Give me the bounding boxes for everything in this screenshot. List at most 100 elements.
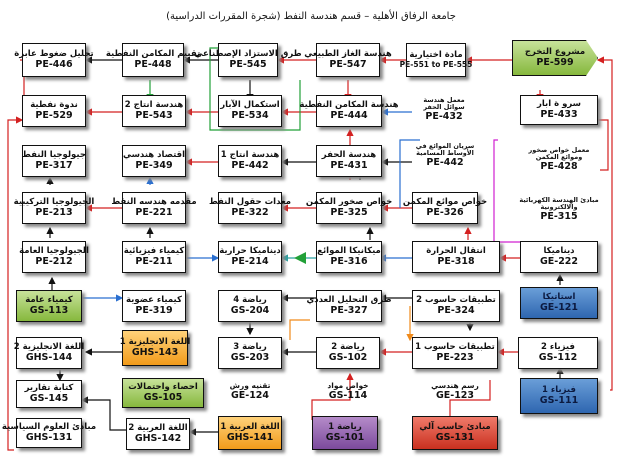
course-pe448[interactable]: تقييم المكامن النفطية PE-448 [106,43,200,77]
course-code: PE-431 [330,159,368,171]
course-pe428[interactable]: معمل خواص صخور وموائع المكمن PE-428 [518,142,600,178]
course-code: PE-316 [330,255,368,267]
course-name: مبادئ الهندسة الكهربائية والالكترونية [519,196,599,212]
course-code: PE-325 [330,206,368,218]
course-name: ديناميكا حرارية [219,245,281,256]
course-pe444[interactable]: هندسة المكامن النفطية PE-444 [299,95,399,127]
chevron-left-icon-2 [294,252,306,264]
course-code: GE-123 [435,390,475,402]
course-code: PE-318 [437,255,475,267]
course-pe442-flow[interactable]: سريان الموائع في الأوساط المسامية PE-442 [412,138,478,174]
course-pe317[interactable]: جيولوجيا النفط PE-317 [22,145,86,177]
course-ghs142[interactable]: اللغة العربية 2 GHS-142 [126,418,190,450]
course-ghs131[interactable]: مبادئ العلوم السياسية GHS-131 [2,418,96,448]
course-code: PE-221 [135,206,173,218]
course-gs131[interactable]: مبادئ حاسب آلي GS-131 [412,416,498,450]
course-name: كيمياء عامة [25,294,73,305]
course-pe431[interactable]: هندسة الحفر PE-431 [316,145,382,177]
course-name: هندسة الغاز الطبيعي [304,48,392,59]
course-pe214[interactable]: ديناميكا حرارية PE-214 [218,241,282,273]
course-code: GS-114 [328,390,368,402]
course-gs112[interactable]: فيزياء 2 GS-112 [518,337,598,369]
course-name: استكمال الآبار [220,99,280,110]
course-name: اقتصاد هندسي [122,149,186,160]
course-code: PE-326 [426,206,464,218]
course-name: اللغة الانجليزية 1 [119,336,191,347]
course-pe213[interactable]: الجيولوجيا التركيبية PE-213 [14,192,94,224]
course-code: PE-317 [35,159,73,171]
course-ge123[interactable]: رسم هندسي GE-123 [412,378,498,406]
course-name: استاتيكا [542,291,576,302]
course-name: الجيولوجيا التركيبية [13,196,95,207]
course-pe322[interactable]: معدات حقول النفط PE-322 [209,192,291,224]
course-code: GHS-131 [25,431,73,443]
course-pe324[interactable]: تطبيقات حاسوب 2 PE-324 [412,290,500,322]
course-name: الجيولوجيا العامة [19,245,89,256]
course-code: GE-222 [539,255,579,267]
course-name: ديناميكا [543,245,575,256]
course-code: PE-543 [135,109,173,121]
course-name: تقييم المكامن النفطية [105,48,201,59]
course-pe325[interactable]: خواص صخور المكمن PE-325 [306,192,392,224]
course-code: PE-349 [135,159,173,171]
course-name: احصاء واحتمالات [128,381,198,392]
course-gs204[interactable]: رياضة 4 GS-204 [218,290,282,322]
course-code: PE-213 [35,206,73,218]
course-gs114[interactable]: خواص مواد GS-114 [316,378,380,406]
course-pe442-production[interactable]: هندسة انتاج 1 PE-442 [218,145,282,177]
course-name: كيمياء فيزيائية [123,245,185,256]
course-pe545[interactable]: طرق الاستزاد الإصطناعي PE-545 [194,43,302,77]
course-code: PE-599 [536,56,574,68]
course-pe432[interactable]: معمل هندسة سوائل الحفر PE-432 [412,95,476,125]
course-pe212[interactable]: الجيولوجيا العامة PE-212 [19,241,89,273]
course-ge124[interactable]: تقنيه ورش GE-124 [218,378,282,406]
course-pe433[interactable]: سرو ة ابار PE-433 [520,95,598,125]
course-code: PE-319 [135,304,173,316]
course-pe319[interactable]: كيمياء عضوية PE-319 [122,290,186,322]
course-pe534[interactable]: استكمال الآبار PE-534 [218,95,282,127]
course-code: GE-121 [539,301,579,313]
course-name: خواص صخور المكمن [305,196,393,207]
course-ghs143[interactable]: اللغة الانجليزية 1 GHS-143 [119,330,191,366]
course-pe326[interactable]: خواص موائع المكمن PE-326 [403,192,487,224]
course-pe599[interactable]: مشروع التخرج PE-599 [512,40,598,76]
course-gs102[interactable]: رياضة 2 GS-102 [316,337,380,369]
course-ge121[interactable]: استاتيكا GE-121 [520,287,598,319]
course-code: PE-442 [231,159,269,171]
course-gs203[interactable]: رياضة 3 GS-203 [218,337,282,369]
course-code: GHS-143 [131,346,179,358]
course-pe349[interactable]: اقتصاد هندسي PE-349 [122,145,186,177]
course-gs145[interactable]: كتابة تقارير GS-145 [16,380,82,408]
course-gs111[interactable]: فيزياء 1 GS-111 [520,378,598,414]
course-code: GS-203 [230,351,270,363]
course-pe315[interactable]: مبادئ الهندسة الكهربائية والالكترونية PE… [518,190,600,230]
course-gs105[interactable]: احصاء واحتمالات GS-105 [122,378,204,408]
course-pe543[interactable]: هندسة انتاج 2 PE-543 [122,95,186,127]
course-pe316[interactable]: ميكانيكا الموائع PE-316 [316,241,382,273]
course-pe223[interactable]: تطبيقات حاسوب 1 PE-223 [412,337,498,369]
course-pe221[interactable]: مقدمه هندسه النفط PE-221 [111,192,197,224]
course-name: هندسة انتاج 2 [124,99,184,110]
course-pe327[interactable]: طرق التحليل العددي PE-327 [307,290,392,322]
course-name: جيولوجيا النفط [22,149,86,160]
course-pe547[interactable]: هندسة الغاز الطبيعي PE-547 [304,43,392,77]
course-ghs141[interactable]: اللغة العربية 1 GHS-141 [218,416,282,450]
course-name: هندسة الحفر [321,149,377,160]
course-gs113[interactable]: كيمياء عامة GS-113 [16,290,82,322]
course-gs101[interactable]: رياضة 1 GS-101 [312,416,378,450]
course-pe446[interactable]: تحليل ضغوط عابرة PE-446 [14,43,94,77]
course-code: GS-145 [29,392,69,404]
course-code: GE-124 [230,390,270,402]
course-code: PE-446 [35,58,73,70]
course-code: PE-442 [426,157,464,169]
course-code: GS-111 [539,394,579,406]
course-name: طرق الاستزاد الإصطناعي [194,48,302,59]
course-pe551-555[interactable]: مادة اختيارية PE-551 to PE-555 [400,43,472,77]
course-ghs144[interactable]: اللغة الانجليزية 2 GHS-144 [14,337,84,369]
course-pe211[interactable]: كيمياء فيزيائية PE-211 [122,241,186,273]
course-pe529[interactable]: ندوة نفطية PE-529 [22,95,86,127]
course-ge222[interactable]: ديناميكا GE-222 [520,241,598,273]
course-code: PE-322 [231,206,269,218]
course-pe318[interactable]: انتقال الحرارة PE-318 [412,241,500,273]
course-code: GHS-141 [226,431,274,443]
